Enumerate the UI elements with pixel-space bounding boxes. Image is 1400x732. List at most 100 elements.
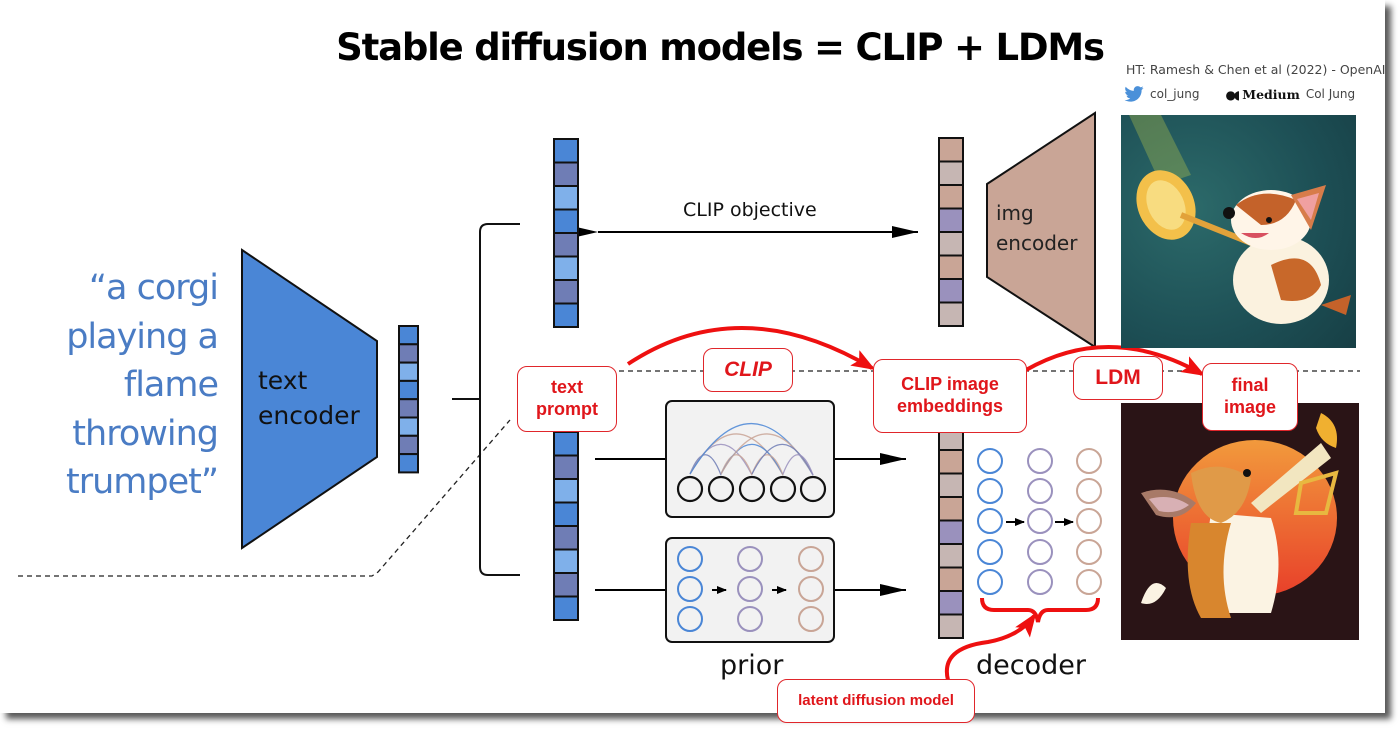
diffusion-node xyxy=(798,576,824,602)
attention-arc xyxy=(720,433,814,476)
vector-cell xyxy=(938,254,964,280)
vector-cell xyxy=(938,590,964,616)
annotation-line: final xyxy=(1231,375,1269,396)
prompt-line: “a corgi xyxy=(88,268,219,308)
decoder-node xyxy=(1076,448,1102,474)
vector-cell xyxy=(398,398,419,419)
text-embedding-vector-bottom xyxy=(553,431,579,621)
vector-cell xyxy=(398,434,419,456)
medium-label: Medium xyxy=(1242,86,1300,102)
annotation-line: CLIP image xyxy=(901,374,999,395)
prompt-line: flame xyxy=(123,365,219,405)
vector-cell xyxy=(553,478,579,504)
token-node xyxy=(738,475,766,503)
medium-logo-icon: ●◖Medium xyxy=(1225,86,1300,102)
clip-flow-arrow xyxy=(626,326,876,371)
decoder-node xyxy=(1027,478,1053,504)
vector-cell xyxy=(398,343,419,364)
page-title: Stable diffusion models = CLIP + LDMs xyxy=(336,26,1105,69)
vector-cell xyxy=(938,301,964,327)
annotation-clip: CLIP xyxy=(703,348,793,392)
prior-diffusion-box xyxy=(665,537,835,643)
token-node xyxy=(676,475,704,503)
image-embedding-vector-bottom xyxy=(938,402,964,639)
diffusion-node xyxy=(798,606,824,632)
diffusion-node xyxy=(737,546,763,572)
ldm-annotation-arrow xyxy=(944,612,1037,681)
attention-arc xyxy=(782,454,814,476)
prompt-quote: “a corgi playing a flame throwing trumpe… xyxy=(66,264,219,507)
annotation-ldm: LDM xyxy=(1073,356,1163,400)
vector-cell xyxy=(938,207,964,233)
text-encoder-shape xyxy=(241,248,378,550)
decoder-brace xyxy=(980,597,1100,623)
diffusion-node xyxy=(677,576,703,602)
vector-cell xyxy=(553,302,579,328)
decoder-node xyxy=(977,539,1003,565)
label-line: img xyxy=(996,201,1034,225)
annotation-line: embeddings xyxy=(896,396,1003,416)
vector-cell xyxy=(938,613,964,639)
annotation-latent-diffusion-model: latent diffusion model xyxy=(777,679,975,723)
vector-cell xyxy=(553,232,579,258)
decoder-node xyxy=(1027,569,1053,595)
vector-cell xyxy=(553,185,579,211)
label-line: encoder xyxy=(258,401,360,430)
twitter-handle[interactable]: col_jung xyxy=(1150,87,1200,101)
vector-cell xyxy=(938,137,964,163)
annotation-line: prompt xyxy=(536,399,598,419)
prior-label: prior xyxy=(720,650,784,681)
decoder-node xyxy=(977,478,1003,504)
vector-cell xyxy=(398,416,419,437)
decoder-node xyxy=(977,448,1003,474)
corgi-trumpet-illustration xyxy=(1129,115,1351,324)
vector-cell xyxy=(553,595,579,621)
attention-arc xyxy=(751,443,814,476)
generated-image-bottom xyxy=(1121,403,1359,640)
prompt-line: playing a xyxy=(66,316,219,357)
diffusion-node xyxy=(737,606,763,632)
vector-cell xyxy=(553,208,579,234)
diffusion-node xyxy=(737,576,763,602)
text-encoder-label: text encoder xyxy=(258,363,360,433)
decoder-node xyxy=(1076,569,1102,595)
image-embedding-vector-top xyxy=(938,137,964,327)
vector-cell xyxy=(938,496,964,522)
vector-cell xyxy=(553,138,579,164)
label-line: text xyxy=(258,366,308,395)
diffusion-node xyxy=(677,606,703,632)
clip-objective-label: CLIP objective xyxy=(683,199,817,221)
vector-cell xyxy=(398,325,419,346)
vector-cell xyxy=(553,548,579,574)
vector-cell xyxy=(553,431,579,457)
vector-cell xyxy=(553,161,579,187)
corgi-sun-illustration xyxy=(1141,413,1339,618)
decoder-node xyxy=(1027,539,1053,565)
img-encoder-label: img encoder xyxy=(996,198,1077,258)
vector-cell xyxy=(938,231,964,257)
annotation-line: image xyxy=(1223,397,1277,417)
decoder-label: decoder xyxy=(976,650,1086,681)
vector-cell xyxy=(938,449,964,475)
token-node xyxy=(799,475,827,503)
generated-image-top xyxy=(1121,115,1356,348)
annotation-line: text xyxy=(550,377,583,398)
decoder-node xyxy=(977,508,1003,534)
label-line: encoder xyxy=(996,231,1078,255)
vector-cell xyxy=(553,525,579,551)
vector-cell xyxy=(938,278,964,304)
vector-cell xyxy=(553,279,579,305)
vector-cell xyxy=(938,160,964,186)
vector-cell xyxy=(398,361,419,382)
vector-cell xyxy=(553,255,579,281)
vector-cell xyxy=(553,454,579,480)
decoder-node xyxy=(1027,448,1053,474)
twitter-bird-icon xyxy=(1124,86,1144,102)
decoder-node xyxy=(1076,478,1102,504)
medium-author[interactable]: Col Jung xyxy=(1305,87,1356,101)
token-node xyxy=(769,475,797,503)
diffusion-node xyxy=(677,546,703,572)
